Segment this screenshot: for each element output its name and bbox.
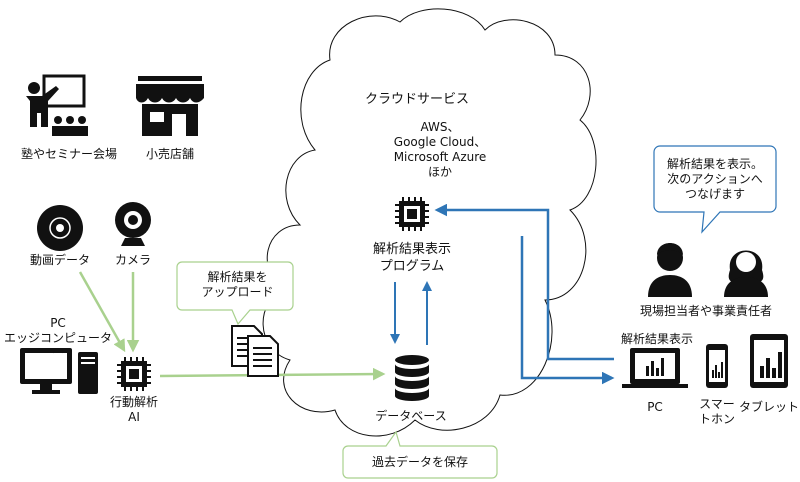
store-callout-text: 過去データを保存 bbox=[371, 455, 468, 469]
database-label: データベース bbox=[375, 409, 447, 423]
smartphone-icon bbox=[706, 344, 728, 388]
shop-icon bbox=[136, 76, 204, 136]
store-callout-box bbox=[342, 430, 498, 479]
display-callout-box bbox=[653, 145, 777, 234]
arrow-program-to-devices bbox=[520, 236, 615, 385]
camera-icon bbox=[115, 202, 151, 246]
cloud-shape bbox=[262, 8, 597, 437]
display-callout-text: 解析結果を表示。 次のアクションへ つなげます bbox=[666, 157, 763, 201]
responsible-person-icon bbox=[724, 250, 768, 297]
tablet-icon bbox=[750, 334, 788, 388]
ai-label: 行動解析 AI bbox=[109, 395, 158, 424]
pc-edge-label: PC エッジコンピューター bbox=[3, 316, 112, 360]
seminar-label: 塾やセミナー会場 bbox=[20, 147, 117, 161]
ai-chip-icon bbox=[117, 357, 151, 391]
laptop-icon bbox=[622, 348, 688, 388]
database-icon bbox=[395, 355, 429, 401]
documents-icon bbox=[231, 325, 279, 377]
camera-label: カメラ bbox=[114, 253, 151, 267]
upload-callout-box bbox=[176, 261, 294, 326]
upload-callout-text: 解析結果を アップロード bbox=[201, 270, 274, 299]
video-data-label: 動画データ bbox=[29, 253, 90, 267]
program-chip-icon bbox=[395, 197, 429, 231]
video-data-icon bbox=[37, 205, 83, 251]
arrow-video-to-ai bbox=[78, 271, 126, 353]
smartphone-label: スマー トホン bbox=[698, 397, 735, 426]
arrow-devices-to-program bbox=[434, 203, 614, 361]
pc-edge-icon bbox=[20, 348, 98, 394]
managers-label: 現場担当者や事業責任者 bbox=[639, 304, 772, 318]
tablet-label: タブレット bbox=[738, 400, 799, 414]
display-label: 解析結果表示 bbox=[620, 332, 693, 346]
manager-person-icon bbox=[648, 243, 692, 297]
program-label: 解析結果表示 プログラム bbox=[372, 242, 451, 274]
cloud-title: クラウドサービス bbox=[365, 92, 470, 107]
pc-label: PC bbox=[647, 400, 663, 414]
shop-label: 小売店舗 bbox=[145, 147, 194, 161]
seminar-icon bbox=[26, 74, 88, 136]
cloud-providers: AWS、 Google Cloud、 Microsoft Azure ほか bbox=[393, 120, 487, 179]
